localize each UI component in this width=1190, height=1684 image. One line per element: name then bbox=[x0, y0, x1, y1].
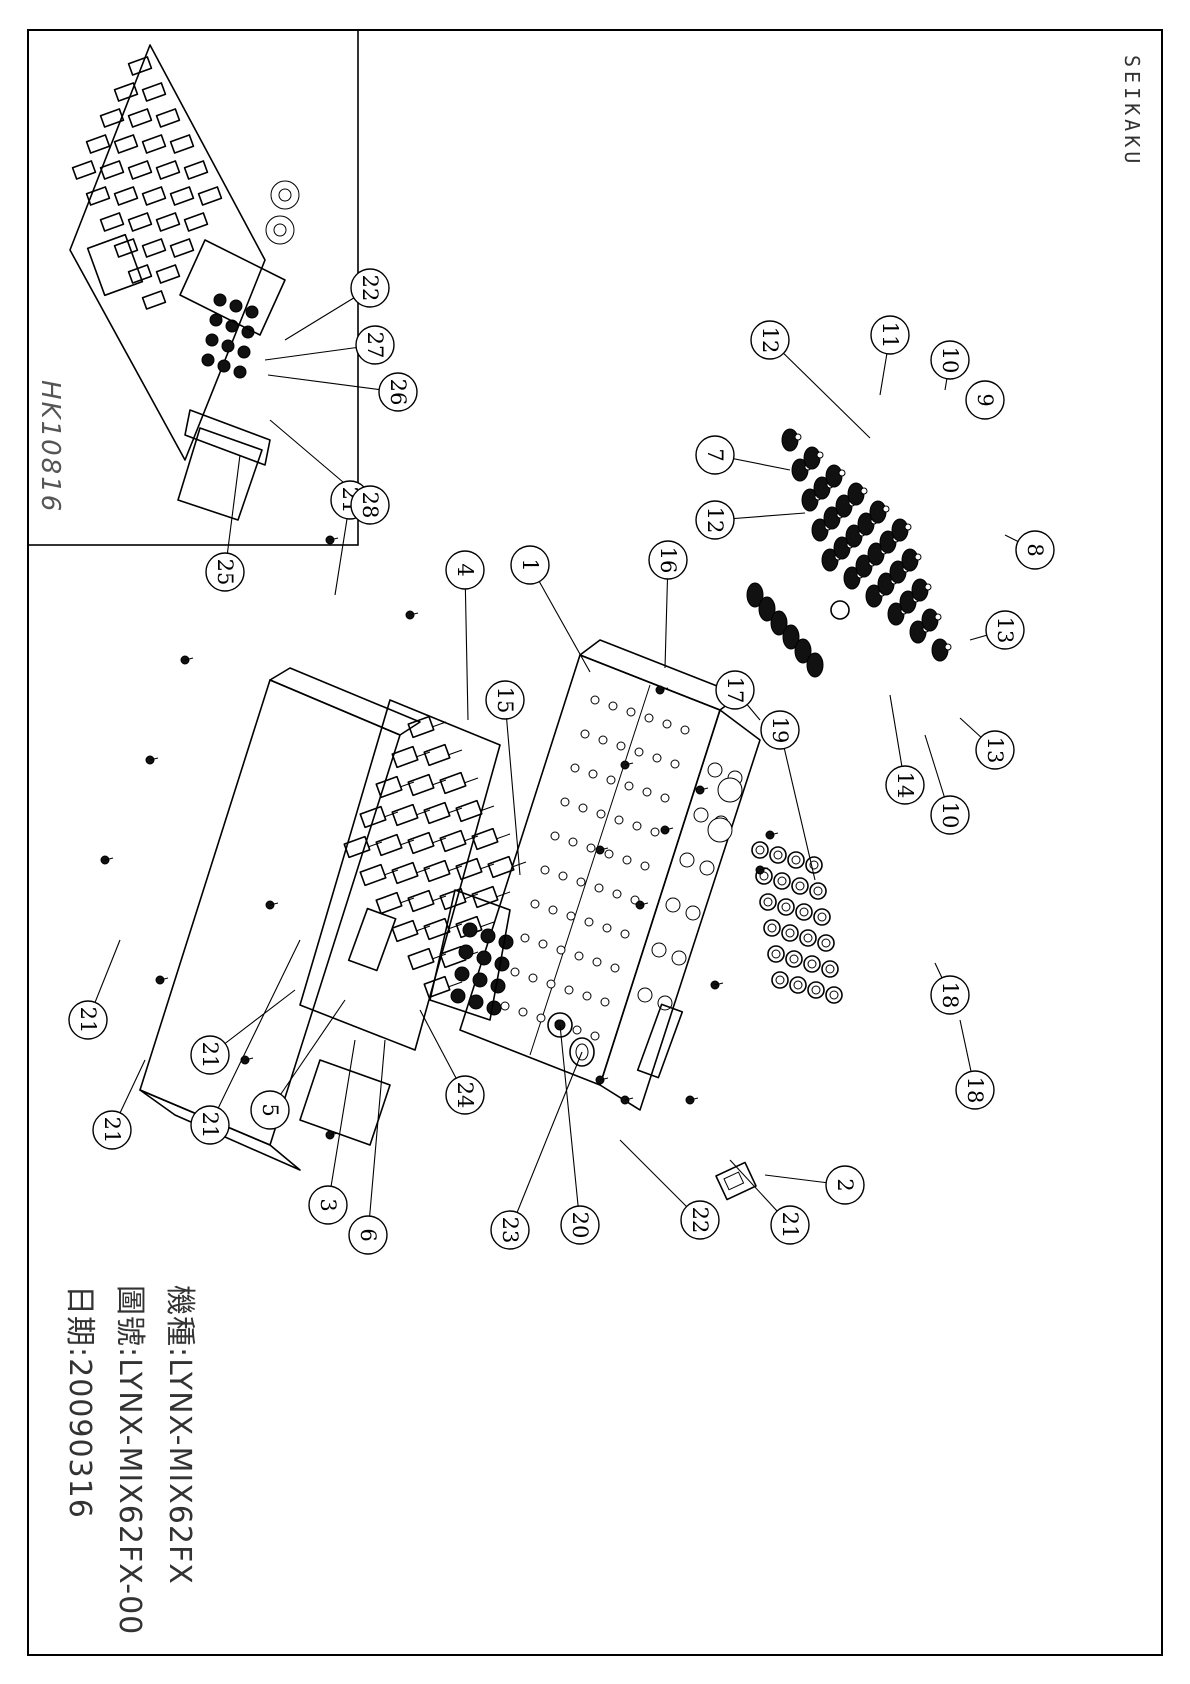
balloon-number: 21 bbox=[100, 1117, 124, 1144]
leader-line bbox=[270, 1000, 345, 1110]
callout-balloon: 22 bbox=[351, 269, 389, 307]
balloon-number: 13 bbox=[993, 617, 1017, 644]
inset-bracket bbox=[178, 428, 262, 520]
nut-cluster bbox=[752, 842, 842, 1003]
balloon-number: 28 bbox=[358, 492, 382, 519]
callout-balloon: 19 bbox=[761, 711, 799, 749]
inset-pcb bbox=[70, 45, 299, 465]
callout-balloon: 18 bbox=[931, 976, 969, 1014]
callout-balloon: 27 bbox=[356, 326, 394, 364]
callout-balloon: 25 bbox=[206, 553, 244, 591]
balloon-number: 8 bbox=[1023, 543, 1047, 556]
balloon-number: 16 bbox=[656, 547, 680, 574]
balloon-number: 11 bbox=[878, 322, 902, 349]
balloon-number: 12 bbox=[703, 507, 727, 534]
callout-balloon: 8 bbox=[1016, 531, 1054, 569]
balloon-number: 15 bbox=[493, 687, 517, 714]
inset-frame bbox=[28, 30, 358, 545]
balloon-number: 17 bbox=[723, 677, 747, 704]
balloon-number: 18 bbox=[938, 982, 962, 1009]
callout-balloon: 26 bbox=[379, 373, 417, 411]
balloon-number: 1 bbox=[518, 558, 542, 571]
balloon-number: 24 bbox=[453, 1082, 477, 1109]
drawing-number-text: 圖號:LYNX-MIX62FX-00 bbox=[112, 1285, 147, 1635]
callout-balloon: 20 bbox=[561, 1206, 599, 1244]
balloon-number: 6 bbox=[356, 1228, 380, 1241]
balloon-number: 13 bbox=[983, 737, 1007, 764]
balloon-number: 5 bbox=[258, 1103, 282, 1116]
callout-balloon: 14 bbox=[886, 766, 924, 804]
drawing-frame bbox=[28, 30, 1162, 1655]
brand-logo-text: SEIKAKU bbox=[1120, 55, 1144, 167]
callout-balloon: 10 bbox=[931, 341, 969, 379]
balloon-number: 18 bbox=[963, 1077, 987, 1104]
balloon-number: 22 bbox=[358, 275, 382, 302]
title-block: 機種:LYNX-MIX62FX 圖號:LYNX-MIX62FX-00 日期:20… bbox=[62, 1285, 197, 1635]
balloon-number: 21 bbox=[76, 1007, 100, 1034]
balloon-number: 2 bbox=[833, 1178, 857, 1191]
knob-cluster bbox=[747, 429, 951, 677]
callout-balloon: 9 bbox=[966, 381, 1004, 419]
leader-line bbox=[770, 340, 870, 438]
callout-balloon: 24 bbox=[446, 1076, 484, 1114]
balloon-number: 10 bbox=[938, 802, 962, 829]
callout-balloon: 15 bbox=[486, 681, 524, 719]
balloon-number: 19 bbox=[768, 717, 792, 744]
balloon-number: 21 bbox=[778, 1212, 802, 1239]
callout-balloon: 13 bbox=[976, 731, 1014, 769]
callout-balloon: 12 bbox=[696, 501, 734, 539]
callout-balloon: 6 bbox=[349, 1216, 387, 1254]
callout-balloon: 21 bbox=[191, 1036, 229, 1074]
callout-balloon: 21 bbox=[93, 1111, 131, 1149]
callout-balloon: 21 bbox=[69, 1001, 107, 1039]
jack-assembly bbox=[548, 1013, 594, 1066]
leader-line bbox=[505, 700, 520, 875]
balloon-number: 27 bbox=[363, 332, 387, 359]
balloon-number: 20 bbox=[568, 1212, 592, 1239]
callout-balloon: 3 bbox=[309, 1186, 347, 1224]
callout-balloon: 23 bbox=[491, 1211, 529, 1249]
callout-balloon: 21 bbox=[191, 1106, 229, 1144]
callout-balloon: 10 bbox=[931, 796, 969, 834]
balloon-number: 26 bbox=[386, 379, 410, 406]
balloon-number: 3 bbox=[316, 1198, 340, 1211]
main-pcb bbox=[300, 700, 526, 1050]
inset-label: HK10816 bbox=[35, 380, 65, 513]
balloon-number: 25 bbox=[213, 559, 237, 586]
model-text: 機種:LYNX-MIX62FX bbox=[162, 1285, 197, 1585]
callout-balloon: 21 bbox=[771, 1206, 809, 1244]
callout-balloon: 16 bbox=[649, 541, 687, 579]
callout-balloon: 12 bbox=[751, 321, 789, 359]
callout-balloon: 1 bbox=[511, 546, 549, 584]
leader-line bbox=[368, 1040, 385, 1235]
balloon-number: 12 bbox=[758, 327, 782, 354]
callout-balloon: 7 bbox=[696, 436, 734, 474]
date-text: 日期:20090316 bbox=[62, 1285, 97, 1519]
callout-balloon: 22 bbox=[681, 1201, 719, 1239]
callout-balloon: 17 bbox=[716, 671, 754, 709]
callout-balloon: 18 bbox=[956, 1071, 994, 1109]
balloon-number: 7 bbox=[703, 448, 727, 461]
leader-line bbox=[465, 570, 468, 720]
balloon-number: 22 bbox=[688, 1207, 712, 1234]
balloon-number: 14 bbox=[893, 772, 917, 799]
callout-balloon: 5 bbox=[251, 1091, 289, 1129]
callout-balloon: 4 bbox=[446, 551, 484, 589]
balloon-number: 4 bbox=[453, 563, 477, 576]
callout-balloon: 2 bbox=[826, 1166, 864, 1204]
balloon-number: 21 bbox=[198, 1112, 222, 1139]
callout-balloon: 11 bbox=[871, 316, 909, 354]
balloon-number: 23 bbox=[498, 1217, 522, 1244]
callout-balloon: 28 bbox=[351, 486, 389, 524]
balloon-number: 10 bbox=[938, 347, 962, 374]
callout-balloon: 13 bbox=[986, 611, 1024, 649]
balloon-number: 21 bbox=[198, 1042, 222, 1069]
balloon-number: 9 bbox=[973, 393, 997, 406]
